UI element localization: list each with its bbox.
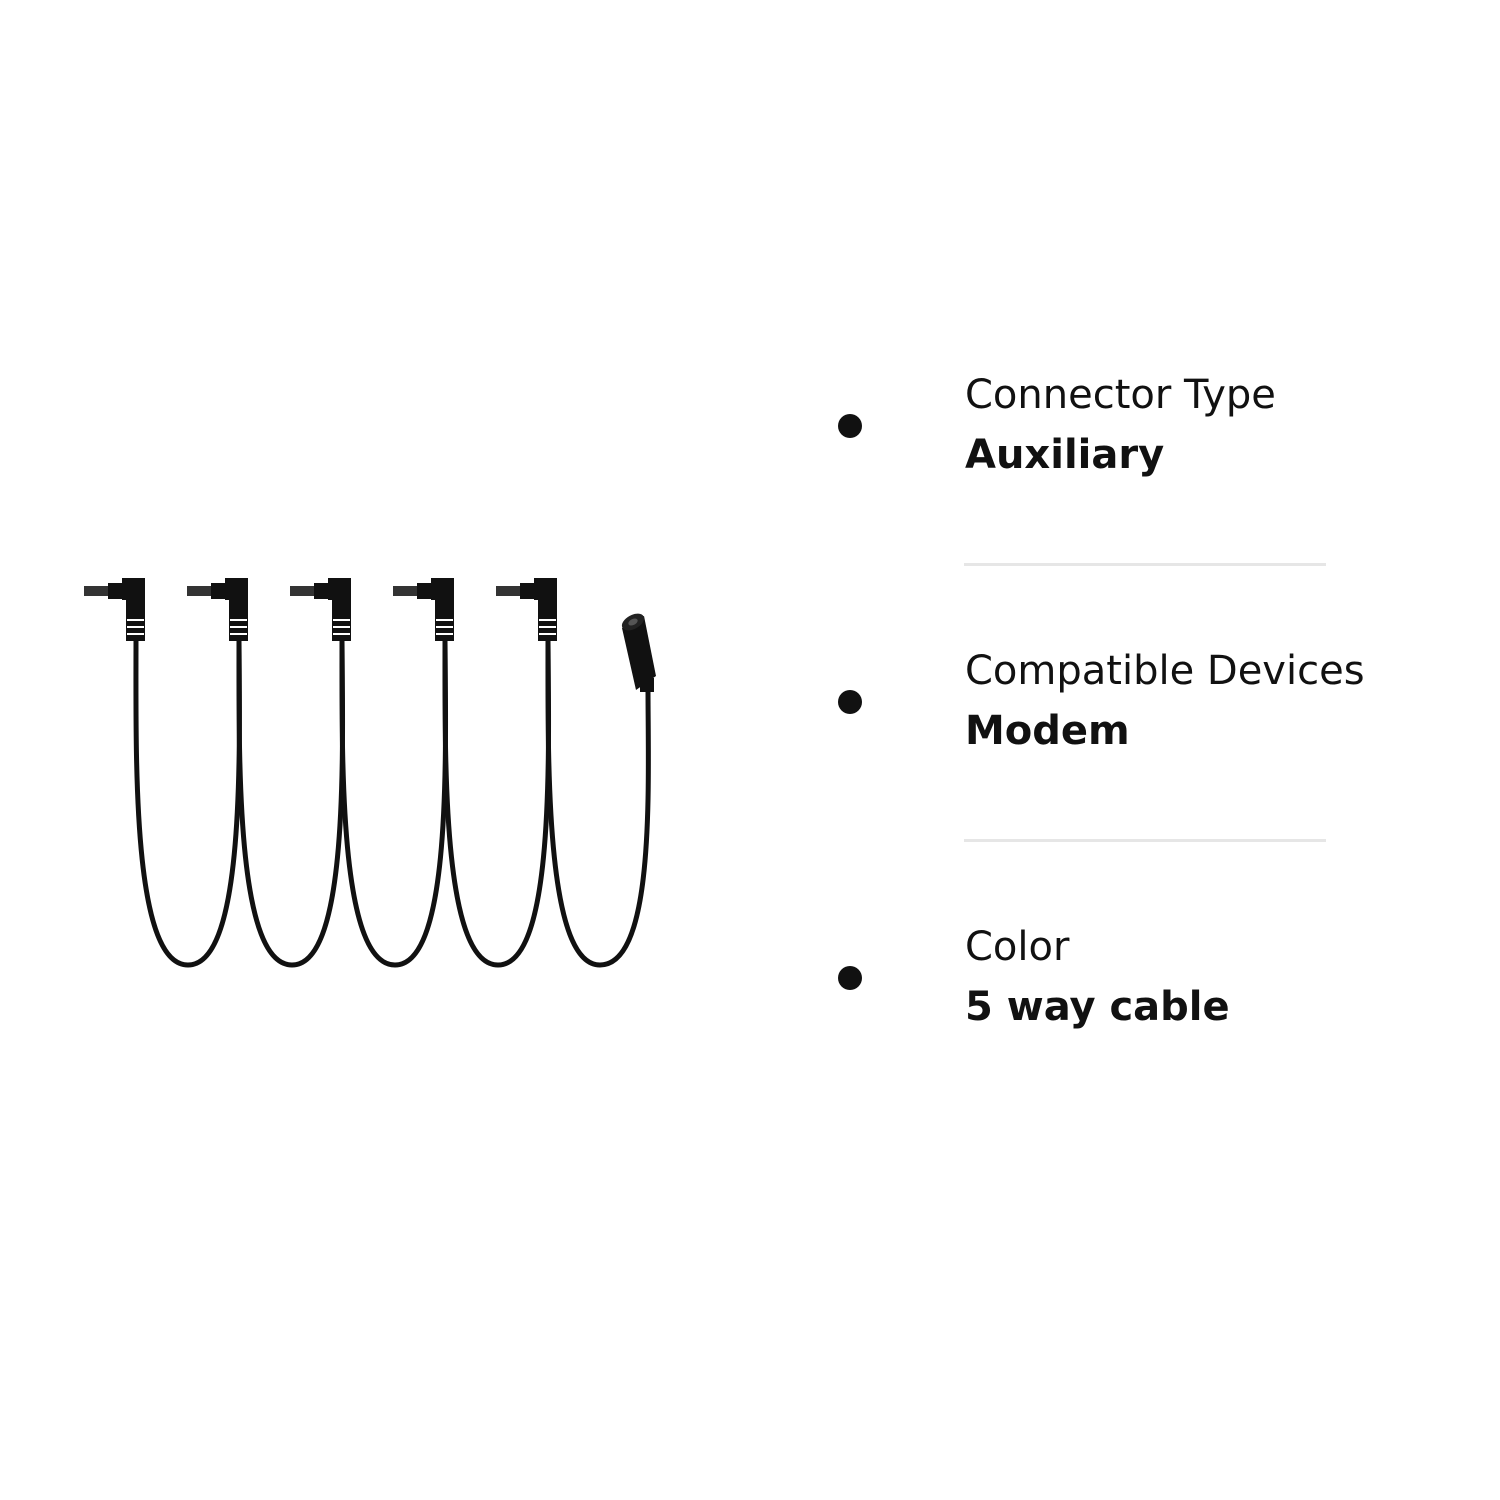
spec-label: Color — [965, 924, 1070, 970]
spec-list: Connector Type Auxiliary Compatible Devi… — [830, 350, 1390, 1122]
bullet-icon — [838, 966, 862, 990]
spec-item-connector-type: Connector Type Auxiliary — [830, 350, 1390, 570]
spec-divider — [964, 839, 1326, 842]
spec-item-color: Color 5 way cable — [830, 902, 1390, 1122]
bullet-icon — [838, 414, 862, 438]
spec-value: 5 way cable — [965, 984, 1230, 1030]
right-angle-plug-5 — [496, 578, 557, 641]
spec-label: Connector Type — [965, 372, 1276, 418]
right-angle-plug-2 — [187, 578, 248, 641]
spec-divider — [964, 563, 1326, 566]
female-barrel-jack — [621, 613, 656, 692]
bullet-icon — [838, 690, 862, 714]
spec-value: Auxiliary — [965, 432, 1165, 478]
cable-wire — [133, 637, 651, 968]
cable-image — [84, 578, 656, 968]
right-angle-plug-3 — [290, 578, 351, 641]
spec-item-compatible-devices: Compatible Devices Modem — [830, 626, 1390, 846]
spec-label: Compatible Devices — [965, 648, 1365, 694]
right-angle-plug-1 — [84, 578, 145, 641]
right-angle-plug-4 — [393, 578, 454, 641]
spec-value: Modem — [965, 708, 1130, 754]
